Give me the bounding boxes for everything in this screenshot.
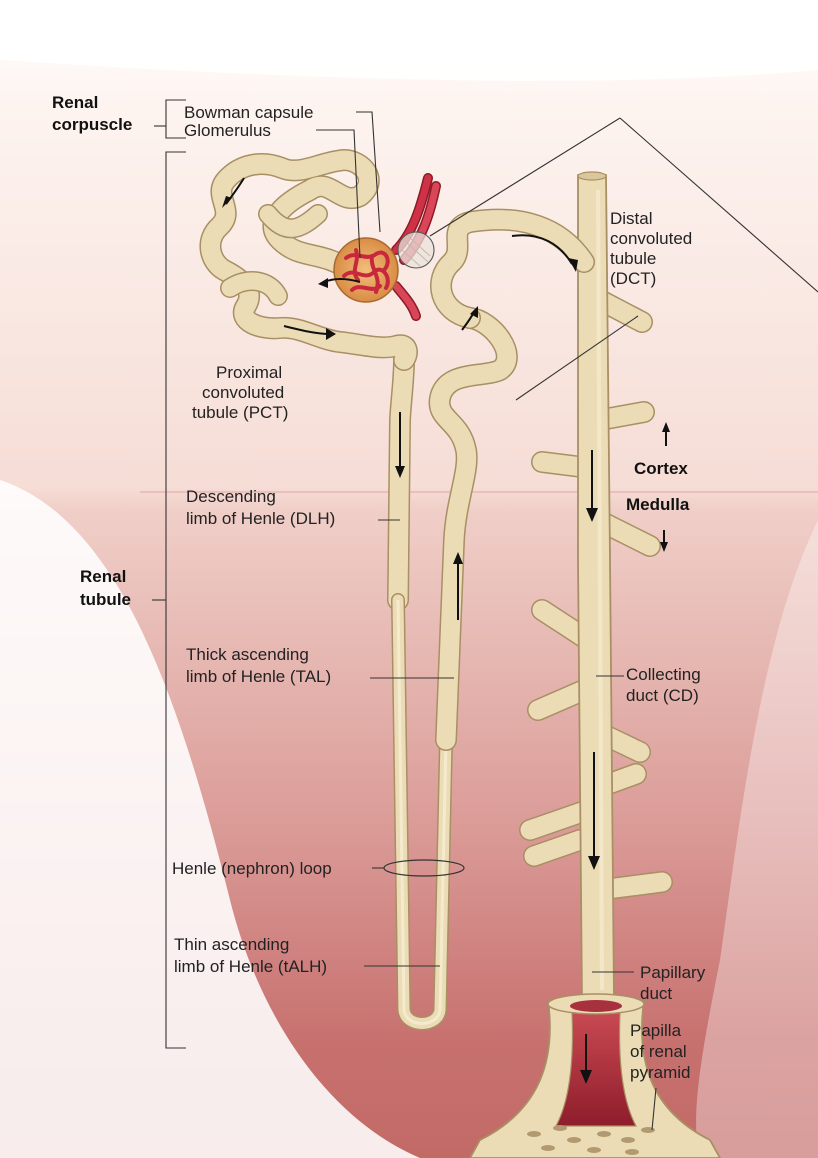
renal-tubule-label-2: tubule bbox=[80, 590, 131, 609]
left-fade bbox=[0, 480, 420, 1158]
papilla-label-3: pyramid bbox=[630, 1063, 690, 1082]
leader-lines bbox=[316, 111, 657, 1131]
papillary-duct-label-1: Papillary bbox=[640, 963, 706, 982]
right-fade bbox=[696, 520, 818, 1158]
cortex-label: Cortex bbox=[634, 459, 688, 478]
top-fade bbox=[0, 0, 818, 81]
tal-label-2: limb of Henle (TAL) bbox=[186, 667, 331, 686]
papilla-label-2: of renal bbox=[630, 1042, 687, 1061]
cd-label-2: duct (CD) bbox=[626, 686, 699, 705]
dct-label-1: Distal bbox=[610, 209, 653, 228]
henle-loop-label: Henle (nephron) loop bbox=[172, 859, 332, 878]
dlh-label-2: limb of Henle (DLH) bbox=[186, 509, 335, 528]
renal-corpuscle-label-2: corpuscle bbox=[52, 115, 132, 134]
dlh-label-1: Descending bbox=[186, 487, 276, 506]
cd-label-1: Collecting bbox=[626, 665, 701, 684]
talh-label-2: limb of Henle (tALH) bbox=[174, 957, 327, 976]
renal-corpuscle-label-1: Renal bbox=[52, 93, 98, 112]
pct-label-2: convoluted bbox=[202, 383, 284, 402]
papilla-label-1: Papilla bbox=[630, 1021, 682, 1040]
renal-tubule-label-1: Renal bbox=[80, 567, 126, 586]
zoom-callout-lines bbox=[429, 117, 818, 293]
collecting-duct bbox=[519, 171, 673, 1001]
dct-label-2: convoluted bbox=[610, 229, 692, 248]
labels: Renal corpuscle Bowman capsule Glomerulu… bbox=[52, 93, 706, 1082]
brackets bbox=[152, 99, 186, 1049]
dct-label-4: (DCT) bbox=[610, 269, 656, 288]
proximal-convoluted-tubule bbox=[199, 149, 418, 371]
papillary-duct-label-2: duct bbox=[640, 984, 672, 1003]
renal-corpuscle bbox=[333, 231, 435, 303]
pct-label-3: tubule (PCT) bbox=[192, 403, 288, 422]
flow-arrows bbox=[222, 177, 670, 1084]
tal-label-1: Thick ascending bbox=[186, 645, 309, 664]
talh-label-1: Thin ascending bbox=[174, 935, 289, 954]
pct-label-1: Proximal bbox=[216, 363, 282, 382]
dct-label-3: tubule bbox=[610, 249, 656, 268]
renal-papilla bbox=[468, 993, 722, 1158]
medulla-label: Medulla bbox=[626, 495, 690, 514]
bowman-capsule-label: Bowman capsule bbox=[184, 103, 313, 122]
glomerulus-label: Glomerulus bbox=[184, 121, 271, 140]
